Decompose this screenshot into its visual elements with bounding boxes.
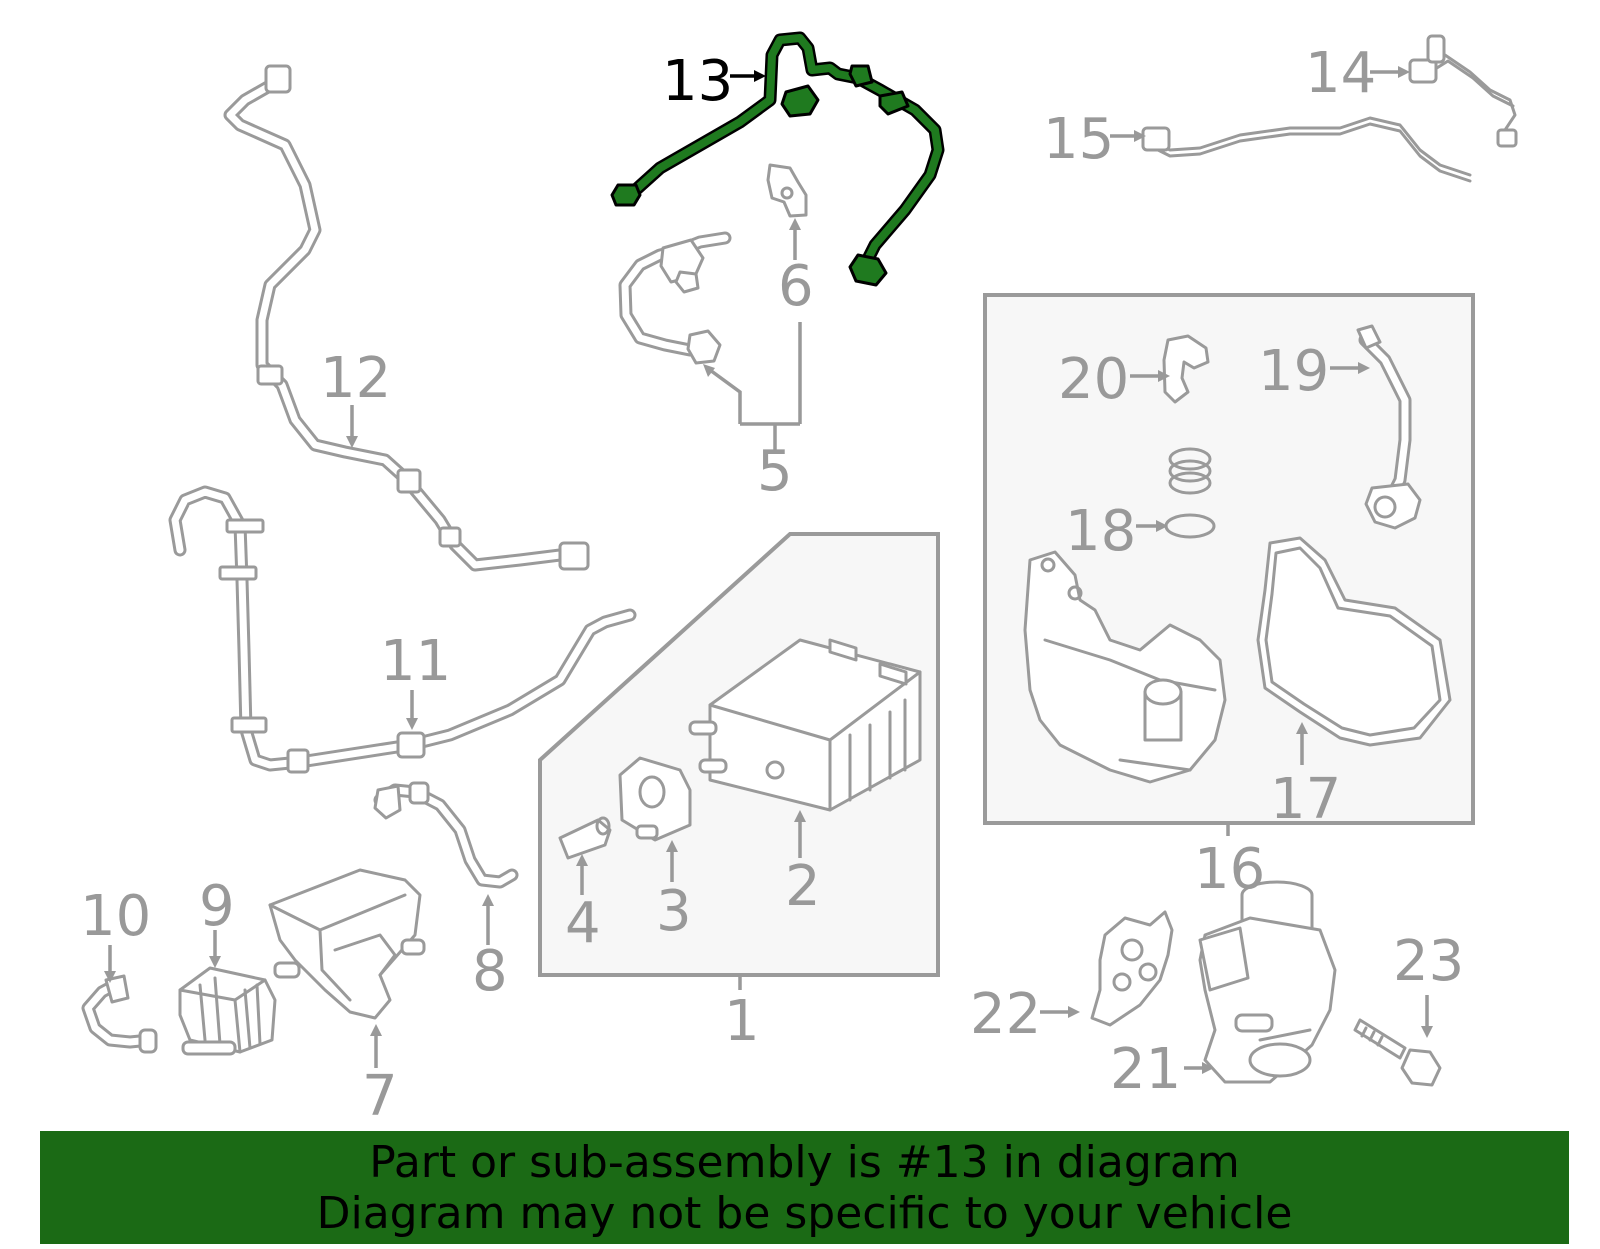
- part-21-valve[interactable]: [1198, 880, 1337, 1084]
- part-16-reservoir[interactable]: [1023, 550, 1227, 784]
- callout-23[interactable]: 23: [1393, 929, 1464, 994]
- part-9-filter[interactable]: [178, 966, 277, 1056]
- callout-4[interactable]: 4: [565, 891, 601, 956]
- part-14-15-harness[interactable]: [1141, 34, 1518, 183]
- banner-line-1: Part or sub-assembly is #13 in diagram: [369, 1137, 1240, 1188]
- callout-15[interactable]: 15: [1043, 107, 1114, 172]
- part-8-hose[interactable]: [373, 781, 519, 889]
- callout-16[interactable]: 16: [1194, 837, 1265, 902]
- callout-2[interactable]: 2: [785, 854, 821, 919]
- callout-17[interactable]: 17: [1270, 767, 1341, 832]
- part-11-tube[interactable]: [168, 485, 637, 774]
- callout-22[interactable]: 22: [970, 982, 1041, 1047]
- part-20-fitting[interactable]: [1162, 334, 1210, 404]
- callout-8[interactable]: 8: [472, 939, 508, 1004]
- callout-14[interactable]: 14: [1305, 41, 1376, 106]
- part-23-bolt[interactable]: [1353, 1018, 1442, 1087]
- leader-lines: [104, 66, 1433, 1074]
- part-7-valve[interactable]: [268, 868, 426, 1020]
- part-5-hose[interactable]: [618, 231, 732, 365]
- info-banner: Part or sub-assembly is #13 in diagram D…: [40, 1131, 1569, 1244]
- callout-13[interactable]: 13: [662, 49, 733, 114]
- part-12-hose[interactable]: [223, 64, 590, 572]
- part-19-hose[interactable]: [1356, 324, 1422, 530]
- callout-10[interactable]: 10: [80, 884, 151, 949]
- callout-19[interactable]: 19: [1258, 339, 1329, 404]
- part-3-filter[interactable]: [618, 756, 692, 842]
- callout-6[interactable]: 6: [778, 254, 814, 319]
- callout-1[interactable]: 1: [724, 989, 760, 1054]
- callout-21[interactable]: 21: [1110, 1037, 1181, 1102]
- callout-3[interactable]: 3: [656, 879, 692, 944]
- callout-20[interactable]: 20: [1058, 347, 1129, 412]
- part-13-hose[interactable]: [610, 31, 945, 287]
- part-22-gasket[interactable]: [1090, 910, 1174, 1027]
- callout-5[interactable]: 5: [757, 439, 793, 504]
- callout-12[interactable]: 12: [320, 346, 391, 411]
- banner-line-2: Diagram may not be specific to your vehi…: [316, 1188, 1293, 1239]
- callout-9[interactable]: 9: [199, 874, 235, 939]
- part-10-hose[interactable]: [81, 974, 158, 1054]
- part-17-cover[interactable]: [1256, 536, 1452, 747]
- parts-diagram: 13 14 15 12 6 5 11 20 19 18 17 16 2 3 4 …: [80, 31, 1518, 1129]
- part-4-fitting[interactable]: [558, 816, 612, 860]
- callout-18[interactable]: 18: [1065, 499, 1136, 564]
- part-2-canister[interactable]: [688, 638, 922, 812]
- part-6-bracket[interactable]: [766, 163, 808, 218]
- callout-7[interactable]: 7: [362, 1064, 398, 1129]
- callout-11[interactable]: 11: [380, 629, 451, 694]
